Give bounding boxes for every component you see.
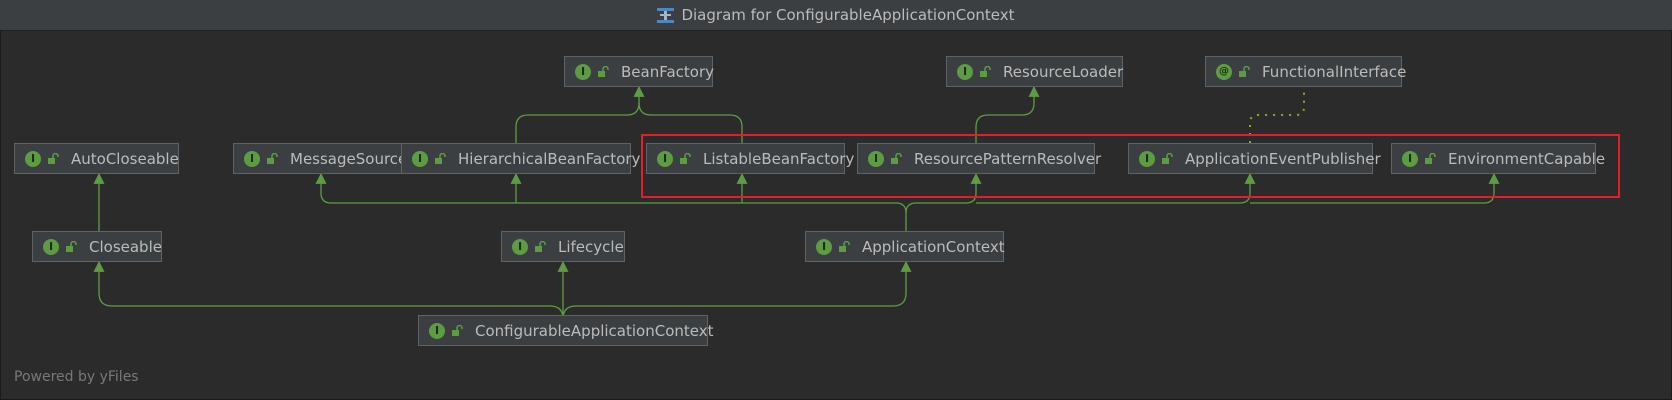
node-hierarchical-bean-factory[interactable]: I HierarchicalBeanFactory	[401, 143, 640, 174]
node-resource-loader[interactable]: I ResourceLoader	[946, 56, 1123, 87]
node-label: ResourcePatternResolver	[914, 149, 1102, 168]
node-auto-closeable[interactable]: I AutoCloseable	[14, 143, 179, 174]
edge-appctx-environment	[1250, 172, 1500, 204]
lock-open-icon	[267, 152, 278, 164]
node-label: ConfigurableApplicationContext	[475, 321, 714, 340]
node-label: AutoCloseable	[71, 149, 179, 168]
node-lifecycle[interactable]: I Lifecycle	[501, 231, 625, 262]
node-message-source[interactable]: I MessageSource	[233, 143, 407, 174]
node-bean-factory[interactable]: I BeanFactory	[564, 56, 715, 87]
powered-by-label: Powered by yFiles	[14, 369, 139, 385]
node-listable-bean-factory[interactable]: I ListableBeanFactory	[646, 143, 854, 174]
interface-icon: I	[429, 322, 445, 339]
node-label: EnvironmentCapable	[1448, 149, 1606, 168]
edge-resourcepattern-resourceloader	[975, 85, 1040, 143]
edge-hierarchical-beanfactory	[515, 85, 645, 143]
lock-open-icon	[980, 65, 991, 77]
lock-open-icon	[680, 152, 691, 164]
diagram-icon	[657, 7, 675, 23]
edge-listable-beanfactory	[638, 102, 743, 143]
node-label: MessageSource	[290, 149, 408, 168]
lock-open-icon	[1162, 152, 1173, 164]
interface-icon: I	[1402, 150, 1418, 167]
annotation-icon: @	[1216, 63, 1232, 80]
interface-icon: I	[43, 238, 59, 255]
lock-open-icon	[1425, 152, 1436, 164]
node-label: ResourceLoader	[1003, 62, 1124, 81]
interface-icon: I	[1139, 150, 1155, 167]
node-label: HierarchicalBeanFactory	[458, 149, 641, 168]
diagram-edges	[93, 85, 1500, 338]
title-bar: Diagram for ConfigurableApplicationConte…	[0, 0, 1672, 31]
node-environment-capable[interactable]: I EnvironmentCapable	[1391, 143, 1605, 174]
edge-cac-appctx	[562, 260, 912, 320]
edge-appctx-resourcepattern	[905, 172, 982, 214]
lock-open-icon	[598, 65, 609, 77]
node-application-event-publisher[interactable]: I ApplicationEventPublisher	[1128, 143, 1381, 174]
interface-icon: I	[575, 63, 591, 80]
node-application-context[interactable]: I ApplicationContext	[805, 231, 1005, 262]
node-label: BeanFactory	[621, 62, 715, 81]
lock-open-icon	[839, 240, 850, 252]
node-configurable-application-context[interactable]: I ConfigurableApplicationContext	[418, 315, 713, 346]
edge-appctx-eventpublisher	[976, 172, 1256, 204]
node-label: Closeable	[89, 237, 162, 256]
lock-open-icon	[66, 240, 77, 252]
edge-cac-closeable	[93, 260, 564, 338]
lock-open-icon	[1239, 65, 1250, 77]
node-label: ListableBeanFactory	[703, 149, 855, 168]
lock-open-icon	[435, 152, 446, 164]
node-resource-pattern-resolver[interactable]: I ResourcePatternResolver	[857, 143, 1101, 174]
lock-open-icon	[452, 324, 463, 336]
edge-eventpublisher-functional	[1249, 87, 1305, 143]
node-closeable[interactable]: I Closeable	[32, 231, 162, 262]
diagram-canvas[interactable]: I BeanFactory I ResourceLoader @ Functio…	[0, 31, 1672, 400]
interface-icon: I	[244, 150, 260, 167]
node-label: FunctionalInterface	[1262, 62, 1407, 81]
interface-icon: I	[412, 150, 428, 167]
interface-icon: I	[657, 150, 673, 167]
lock-open-icon	[48, 152, 59, 164]
lock-open-icon	[891, 152, 902, 164]
interface-icon: I	[957, 63, 973, 80]
interface-icon: I	[25, 150, 41, 167]
interface-icon: I	[512, 238, 528, 255]
interface-icon: I	[816, 238, 832, 255]
node-label: Lifecycle	[558, 237, 624, 256]
node-label: ApplicationContext	[862, 237, 1005, 256]
interface-icon: I	[868, 150, 884, 167]
node-functional-interface[interactable]: @ FunctionalInterface	[1205, 56, 1406, 87]
node-label: ApplicationEventPublisher	[1185, 149, 1381, 168]
lock-open-icon	[535, 240, 546, 252]
window-title: Diagram for ConfigurableApplicationConte…	[681, 6, 1015, 24]
edge-appctx-messagesource	[315, 172, 907, 231]
